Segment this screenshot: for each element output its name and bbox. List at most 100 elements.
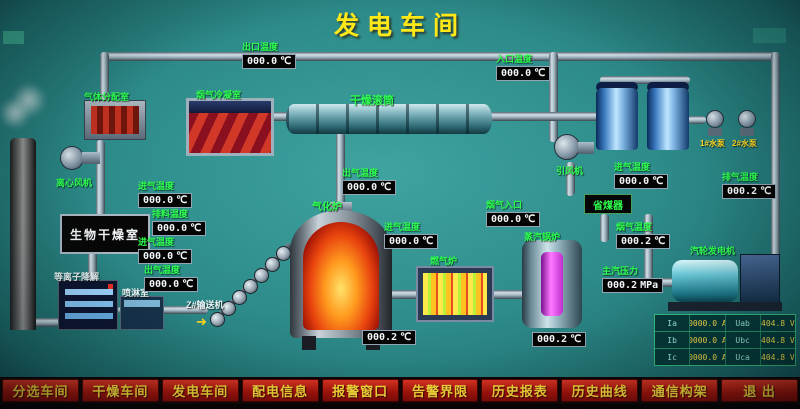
- gas-furnace: [416, 266, 494, 322]
- table-cell: Ia: [655, 315, 691, 331]
- menu-alarm-limits-button[interactable]: 告警界限: [401, 379, 479, 402]
- spray-room-window: [124, 300, 160, 307]
- display-intake-temp-2: 进气温度 000.0℃: [138, 235, 193, 264]
- pipe-segment: [771, 52, 780, 267]
- bio-drying-room: 生物干燥室: [60, 214, 150, 254]
- condenser-top: [189, 101, 271, 113]
- drum-label: 干燥滚筒: [350, 95, 394, 107]
- generator-box: [740, 254, 780, 304]
- display-value: 000.2℃: [616, 234, 671, 249]
- table-cell: Ic: [655, 349, 691, 365]
- display-label: 进气温度: [614, 162, 651, 172]
- gasifier-leg: [302, 336, 316, 350]
- table-cell: 404.8 V: [761, 318, 795, 328]
- menu-history-curve-button[interactable]: 历史曲线: [561, 379, 639, 402]
- plasma-indicator: [108, 284, 113, 289]
- table-cell: 0000.0 A: [690, 315, 726, 331]
- display-value: 000.0℃: [138, 249, 193, 264]
- screen-artifact-left: [3, 31, 24, 44]
- display-intake-temp-right: 进气温度 000.0℃: [614, 160, 669, 189]
- screen-artifact-right: [753, 28, 786, 43]
- display-label: 出气温度: [144, 265, 181, 275]
- display-label: 出气温度: [342, 168, 379, 178]
- tank-2: [647, 88, 689, 150]
- menu-power-workshop-button[interactable]: 发电车间: [161, 379, 239, 402]
- plasma-slat: [65, 313, 113, 319]
- display-fluegas-inlet: 烟气入口 000.0℃: [486, 198, 541, 227]
- boiler-label: 蒸汽锅炉: [524, 232, 561, 242]
- display-furnace-out-temp: 000.2℃: [362, 330, 417, 345]
- spray-room: [120, 296, 164, 330]
- display-intake-temp-1: 进气温度 000.0℃: [138, 179, 193, 208]
- display-fluegas-temp: 烟气温度 000.2℃: [616, 220, 671, 249]
- display-outgas-temp-left: 出气温度 000.0℃: [144, 263, 199, 292]
- plasma-label: 等离子降解: [54, 272, 100, 282]
- economizer-label: 省煤器: [593, 200, 623, 212]
- centrifugal-fan: [60, 146, 84, 170]
- pipe-segment: [688, 116, 706, 124]
- display-value: 000.2℃: [532, 332, 587, 347]
- flue-gas-condenser: [186, 98, 274, 156]
- drying-drum: [286, 104, 492, 134]
- display-value: 000.0℃: [242, 54, 297, 69]
- menu-history-report-button[interactable]: 历史报表: [481, 379, 559, 402]
- gasifier-label: 气化炉: [312, 202, 342, 213]
- table-cell: Uca: [726, 349, 761, 365]
- display-intake-temp-gasifier: 进气温度 000.0℃: [384, 220, 439, 249]
- centrifugal-fan-label: 离心风机: [56, 178, 93, 188]
- tank-1: [596, 88, 638, 150]
- bottom-menu-bar: 分选车间 干燥车间 发电车间 配电信息 报警窗口 告警界限 历史报表 历史曲线 …: [0, 377, 800, 404]
- economizer: 省煤器: [584, 194, 632, 214]
- condenser-label: 烟气冷凝室: [196, 90, 242, 100]
- display-label: 烟气入口: [486, 200, 523, 210]
- menu-exit-button[interactable]: 退 出: [721, 379, 799, 402]
- display-value: 000.0℃: [384, 234, 439, 249]
- menu-sorting-workshop-button[interactable]: 分选车间: [2, 379, 79, 402]
- bio-drying-room-label: 生物干燥室: [69, 227, 140, 242]
- induced-draft-fan-label: 引风机: [556, 166, 584, 176]
- plasma-slat: [65, 301, 113, 307]
- conveyor-link: [276, 246, 291, 261]
- gas-furnace-label: 燃气炉: [430, 256, 458, 266]
- water-pump-2: [738, 110, 756, 128]
- conveyor-arrow-icon: ➜: [196, 314, 207, 329]
- display-value: 000.2℃: [722, 184, 777, 199]
- pump-2-label: 2#水泵: [732, 139, 757, 148]
- display-value: 000.0℃: [138, 193, 193, 208]
- gas-distribution-chamber: [84, 100, 146, 140]
- pipe-segment: [492, 290, 524, 299]
- conveyor-label: Z#输送机: [186, 300, 224, 310]
- chimney: [10, 138, 36, 330]
- table-cell: Ib: [655, 332, 691, 348]
- menu-drying-workshop-button[interactable]: 干燥车间: [81, 379, 159, 402]
- centrifugal-fan-outlet: [82, 152, 100, 164]
- display-discharge-temp: 排料温度 000.0℃: [152, 207, 207, 236]
- table-row: Ia 0000.0 A Uab 404.8 V: [655, 315, 795, 332]
- display-value: 000.2℃: [362, 330, 417, 345]
- menu-power-distribution-button[interactable]: 配电信息: [241, 379, 319, 402]
- display-label: 进气温度: [384, 222, 421, 232]
- water-pump-1: [706, 110, 724, 128]
- boiler-core: [541, 252, 563, 316]
- display-label: 主汽压力: [602, 266, 639, 276]
- gasification-furnace: [290, 210, 392, 338]
- plasma-unit: [58, 280, 118, 330]
- induced-draft-fan-outlet: [578, 142, 594, 154]
- gas-distribution-label: 气体分配室: [84, 92, 130, 102]
- menu-communication-button[interactable]: 通信构架: [641, 379, 719, 402]
- display-value: 000.0℃: [152, 221, 207, 236]
- display-inlet-temp: 入口温度 000.0℃: [496, 52, 551, 81]
- table-cell: Uab: [726, 315, 761, 331]
- display-label: 入口温度: [496, 54, 533, 64]
- table-cell: 404.8 V: [761, 352, 795, 362]
- display-label: 排气温度: [722, 172, 759, 182]
- display-value: 000.0℃: [486, 212, 541, 227]
- pump-1-label: 1#水泵: [700, 139, 725, 148]
- menu-alarm-window-button[interactable]: 报警窗口: [321, 379, 399, 402]
- turbine-base: [668, 302, 782, 311]
- display-label: 出口温度: [242, 42, 279, 52]
- display-outgas-temp-center: 出气温度 000.0℃: [342, 166, 397, 195]
- display-value: 000.0℃: [342, 180, 397, 195]
- pipe-segment: [600, 214, 609, 242]
